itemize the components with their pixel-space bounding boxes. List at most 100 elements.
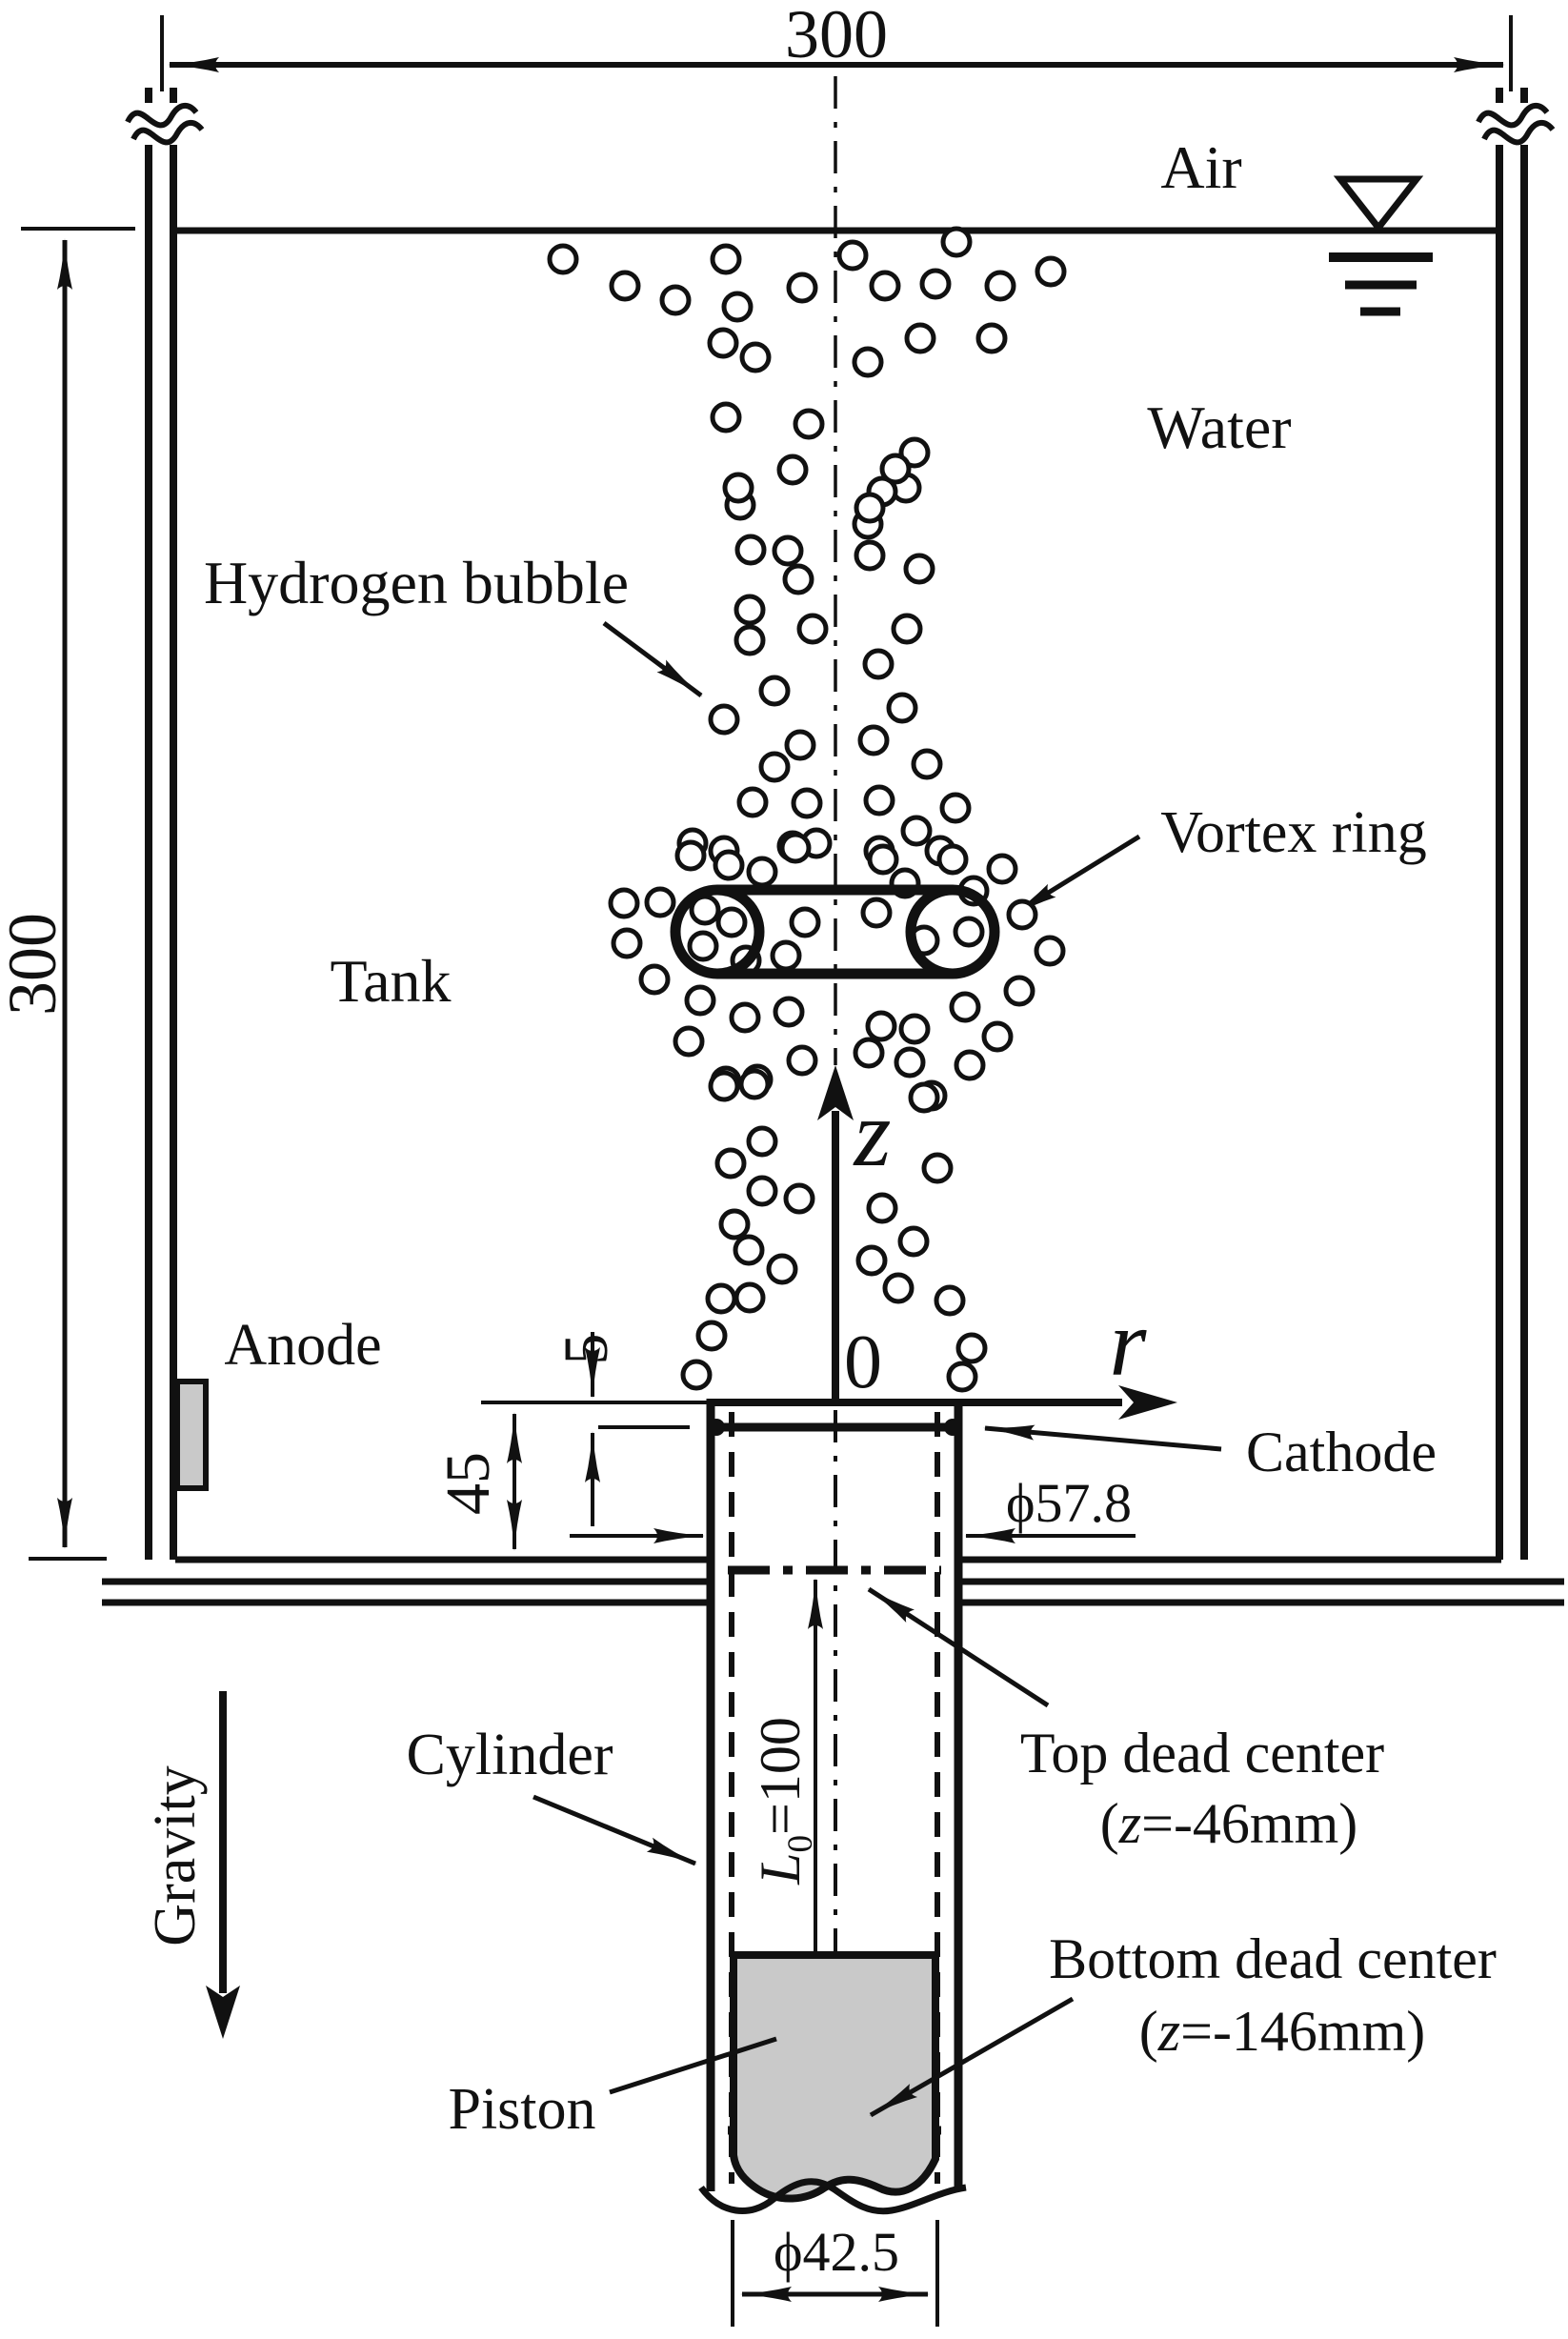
bubble: [866, 1192, 898, 1224]
hydrogen-bubble-field: [547, 226, 1067, 1393]
bubble: [776, 454, 809, 486]
bubble: [680, 1359, 713, 1391]
bubble: [869, 270, 901, 302]
bubble: [857, 724, 890, 756]
bubble: [953, 916, 985, 948]
bubble: [734, 1281, 766, 1314]
bubble: [783, 1182, 815, 1215]
water-level-symbol: [1329, 175, 1433, 316]
bubble: [710, 401, 742, 434]
bubble: [734, 534, 767, 566]
tank-walls: [145, 88, 1528, 1560]
bubble: [738, 1068, 771, 1100]
bubble: [674, 839, 707, 872]
bubble: [782, 563, 814, 595]
bubble: [1006, 898, 1038, 931]
bubble: [770, 939, 802, 972]
bubble: [934, 1284, 966, 1317]
bubble: [984, 270, 1016, 302]
dimension-cathode-offset: [585, 1332, 690, 1526]
stroke-length-variable: L: [748, 1852, 812, 1885]
dimension-label-tank-height: 300: [0, 913, 70, 1016]
bubble: [1034, 935, 1066, 967]
tank-label: Tank: [330, 947, 452, 1015]
piston-leader: [609, 2036, 777, 2095]
dimension-label-cylinder-outer-diameter: ϕ57.8: [1005, 1472, 1133, 1534]
bubble: [773, 996, 805, 1028]
bubble: [611, 927, 643, 959]
bubble: [766, 1253, 798, 1285]
bubble: [852, 346, 884, 378]
r-axis-label: r: [1109, 1290, 1147, 1396]
bubble: [946, 1361, 978, 1393]
bubble: [684, 984, 716, 1017]
bubble: [718, 1208, 751, 1240]
bubble: [721, 291, 754, 323]
bubble: [836, 239, 869, 272]
cathode-leader: [983, 1424, 1222, 1452]
bubble: [940, 226, 973, 258]
origin-label: 0: [844, 1321, 882, 1404]
dimension-label-nozzle-height: 45: [433, 1452, 503, 1515]
bubble: [898, 1013, 931, 1045]
wall-break-symbols: [125, 103, 1556, 146]
bubble: [865, 1010, 897, 1042]
bdc-label-line2: (z=-146mm): [1138, 2000, 1426, 2063]
bubble: [791, 787, 823, 819]
bubble: [708, 703, 740, 736]
bubble: [739, 341, 772, 373]
hydrogen-bubble-label: Hydrogen bubble: [203, 549, 630, 616]
bubble: [733, 1234, 765, 1266]
tdc-label-line1: Top dead center: [1019, 1722, 1385, 1784]
cylinder-label: Cylinder: [406, 1723, 613, 1787]
bubble: [894, 1046, 926, 1079]
bubble: [608, 887, 640, 919]
dimension-label-tank-width: 300: [785, 0, 888, 72]
bubble: [687, 930, 719, 962]
bubble: [903, 553, 935, 585]
bubble: [897, 1225, 930, 1258]
bubble: [734, 624, 766, 656]
bubble: [547, 243, 579, 275]
dimension-tank-height: [29, 238, 107, 1561]
bubble: [736, 786, 769, 818]
bubble: [863, 784, 895, 817]
bubble: [644, 886, 676, 918]
vortex-ring-shape: [670, 884, 1000, 979]
bubble: [860, 897, 893, 929]
dimension-label-cathode-offset: 5: [552, 1333, 621, 1365]
bubble: [882, 1272, 915, 1304]
bubble: [746, 1175, 778, 1207]
bubble: [695, 1320, 728, 1352]
bubble: [638, 963, 671, 996]
bubble: [789, 906, 821, 938]
stroke-length-subscript: 0: [780, 1834, 820, 1853]
bubble: [729, 1001, 761, 1034]
bubble: [609, 270, 641, 302]
dimension-label-piston-diameter: ϕ42.5: [773, 2221, 900, 2283]
bubble: [854, 539, 886, 572]
gravity-arrow: [206, 1691, 240, 2039]
bubble: [855, 1244, 888, 1277]
r-axis: [481, 1385, 1177, 1420]
bubble: [784, 729, 816, 761]
dimension-piston-diameter: [731, 2220, 939, 2327]
z-axis: [817, 1065, 854, 1402]
bubble: [722, 472, 754, 504]
bubble: [921, 1152, 954, 1184]
bubble: [707, 327, 739, 359]
bubble: [786, 1044, 818, 1077]
bubble: [715, 906, 748, 938]
air-label: Air: [1160, 133, 1242, 201]
bubble: [758, 751, 791, 783]
bubble: [705, 1282, 737, 1315]
stroke-length-value: =100: [748, 1717, 812, 1835]
bubble: [708, 1070, 740, 1102]
tank-floor: [102, 1556, 1564, 1606]
bubble: [862, 648, 895, 680]
cylinder-leader: [533, 1794, 697, 1866]
hydrogen-bubble-leader: [602, 620, 703, 698]
bubble: [710, 243, 742, 275]
